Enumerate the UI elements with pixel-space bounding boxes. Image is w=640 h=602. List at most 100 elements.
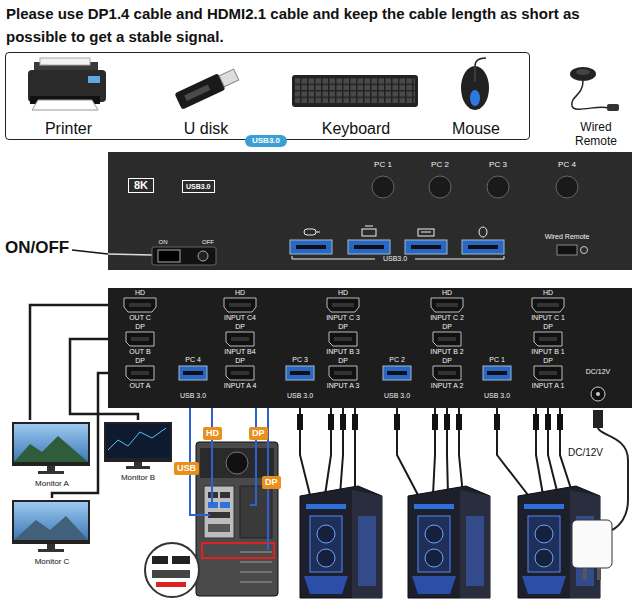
monitor-node: Monitor A	[10, 420, 94, 488]
front-panel-art-part-part-part	[304, 229, 316, 235]
panel-text: DP	[235, 323, 245, 331]
open-pc-part	[204, 486, 234, 538]
monitor-node: Monitor B	[100, 420, 176, 482]
printer-item: Printer	[16, 57, 121, 137]
panel-text: OUT B	[129, 348, 150, 356]
power-label: DC/12V	[568, 447, 603, 458]
panel-text: DP	[235, 357, 245, 365]
panel-text: INPUT B 1	[531, 348, 564, 356]
power-adapter-part	[598, 428, 628, 530]
back-panel-art-part-part	[126, 366, 154, 380]
keyboard-icon-part	[292, 75, 418, 107]
front-panel-art-part-part	[581, 247, 588, 254]
back-panel-art-part-part	[596, 392, 600, 396]
panel-text: DP	[135, 323, 145, 331]
monitor-c-part	[47, 544, 55, 549]
panel-text: PC 4	[185, 356, 201, 364]
open-pc-part	[220, 502, 230, 508]
front-panel-art-part-part	[462, 240, 504, 254]
magnifier-part	[156, 582, 186, 587]
pc-towers	[300, 486, 600, 598]
panel-text: DP	[338, 357, 348, 365]
front-panel-art-part-part	[198, 251, 208, 261]
back-panel-art-part-part	[179, 366, 207, 380]
udisk-item: U disk	[161, 57, 251, 137]
panel-text: INPUT A 2	[431, 382, 464, 390]
pc-cables	[300, 408, 573, 495]
panel-text: OUT C	[129, 314, 151, 322]
callout-tag: DP	[249, 427, 268, 440]
open-pc-part	[240, 582, 272, 583]
front-panel-art-part-part	[292, 226, 504, 259]
panel-text: INPUT B 2	[430, 348, 463, 356]
magnifier-part	[172, 556, 190, 564]
node-caption: Keyboard	[322, 120, 391, 137]
mouse-icon-part	[470, 90, 480, 106]
pc-towers-part	[408, 486, 490, 598]
front-panel-art-part-part	[152, 247, 216, 265]
cable-plugs-part	[456, 414, 462, 430]
open-pc-part	[196, 442, 278, 596]
callout-tag: DP	[262, 476, 281, 489]
front-panel-art-part-part-part	[316, 232, 320, 233]
wired-remote-icon-part	[576, 69, 590, 75]
power-adapter	[572, 410, 628, 580]
monitor-a-part	[12, 422, 90, 466]
back-panel-art-part-part	[327, 298, 359, 312]
back-panel-art-part-part	[329, 366, 357, 380]
monitor-c-part	[14, 516, 88, 540]
open-pc-part	[202, 543, 274, 558]
pc-cables-part	[497, 408, 528, 495]
cable-plugs-part	[444, 414, 450, 430]
panel-text: PC 1	[489, 356, 505, 364]
node-caption: Printer	[45, 120, 92, 137]
panel-text: INPUT B4	[224, 348, 255, 356]
mouse-icon-part	[475, 67, 476, 82]
magnifier-part	[152, 556, 168, 564]
front-panel-art-part-part	[158, 250, 180, 262]
panel-text: PC 1	[374, 160, 392, 169]
panel-text: DP	[338, 323, 348, 331]
back-panel-art-part-part	[534, 366, 562, 380]
leader-line-part	[72, 250, 108, 254]
back-panel-art-part-part	[431, 298, 463, 312]
open-pc-part	[208, 524, 230, 532]
usb-disk-icon-part	[174, 73, 225, 110]
power-adapter-part	[597, 568, 601, 580]
printer-icon	[28, 58, 106, 110]
back-panel-art-part-part	[126, 332, 154, 346]
panel-text: USB3.0	[182, 180, 215, 193]
panel-text: OUT A	[130, 382, 151, 390]
title-text: Please use DP1.4 cable and HDMI2.1 cable…	[6, 2, 634, 48]
panel-text: DP	[442, 357, 452, 365]
cable-plugs-part	[494, 414, 500, 430]
open-pc	[196, 442, 278, 596]
back-panel-art-part-part	[433, 332, 461, 346]
panel-text: USB 3.0	[484, 392, 510, 400]
monitor-a	[12, 422, 90, 474]
mouse-icon-part	[475, 58, 486, 66]
front-panel-art-part-part	[354, 245, 384, 249]
cable-plugs-part	[533, 414, 539, 430]
panel-text: HD	[543, 289, 553, 297]
wired-remote-item: Wired Remote	[565, 62, 627, 148]
callout-tag: USB	[174, 462, 199, 475]
panel-text: INPUT B 3	[326, 348, 359, 356]
panel-text: 8K	[128, 178, 154, 193]
mouse-item: Mouse	[431, 57, 521, 137]
usb-disk-icon	[174, 66, 240, 109]
panel-text: USB 3.0	[384, 392, 410, 400]
node-caption: Monitor C	[35, 557, 70, 566]
cable-plugs-part	[352, 414, 358, 430]
monitor-c-part	[38, 549, 64, 552]
front-panel-art-part-part-part	[292, 256, 293, 259]
panel-text: PC 2	[431, 160, 449, 169]
back-panel-art-part-part	[286, 366, 314, 380]
back-panel-art-part-part	[226, 332, 254, 346]
monitor-c-part	[12, 500, 90, 544]
front-panel-art-part-part	[556, 176, 578, 198]
cable-plugs-part	[394, 414, 400, 430]
node-caption: Monitor A	[35, 479, 69, 488]
monitor-c	[12, 500, 90, 552]
panel-text: DP	[543, 323, 553, 331]
